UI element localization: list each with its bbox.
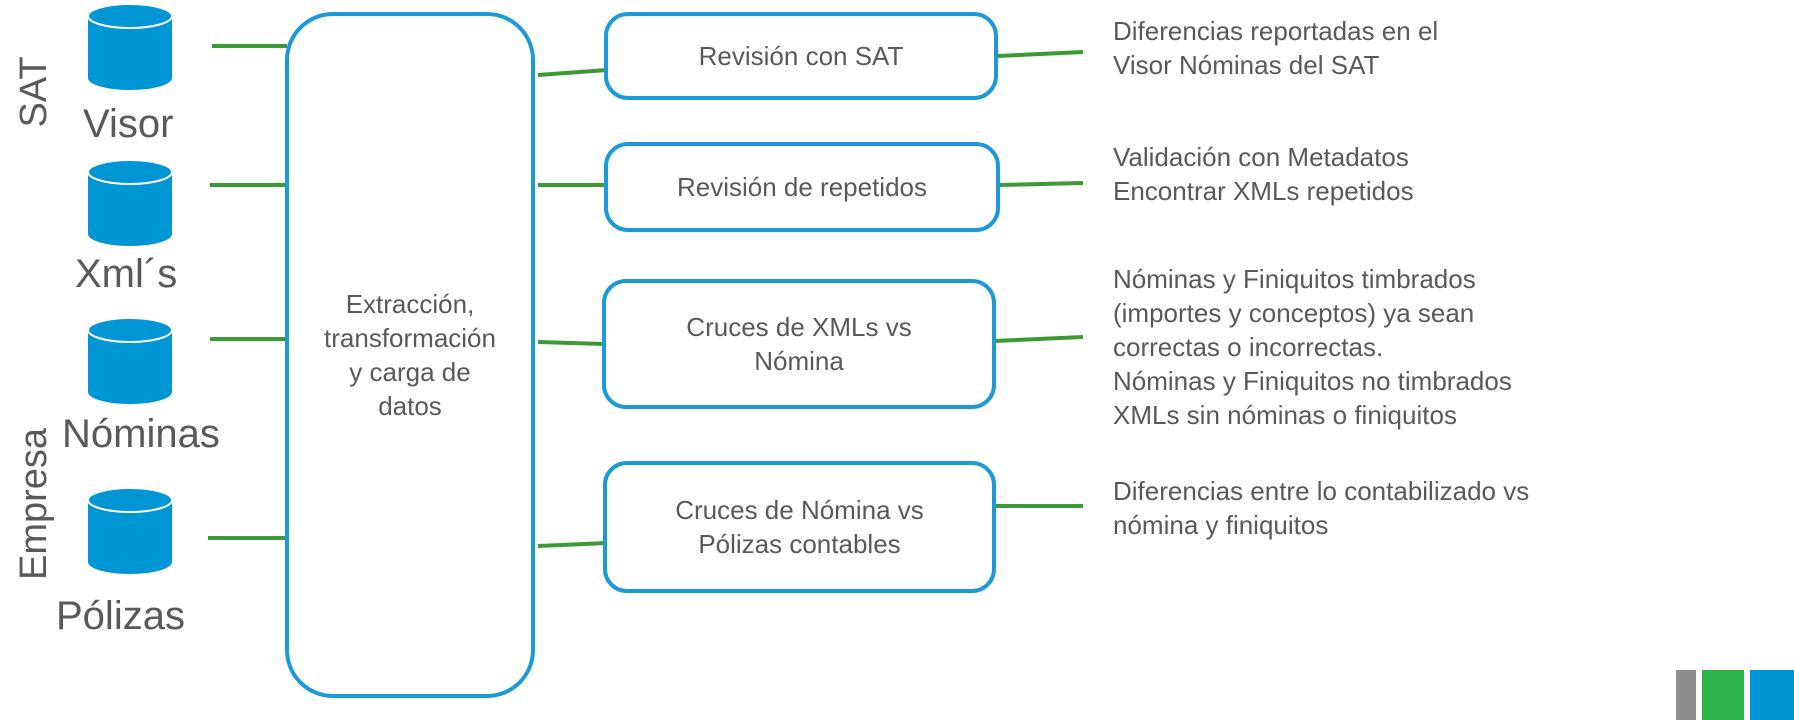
- database-cylinder-icon: [87, 3, 173, 90]
- process-box-cruces-nomina-polizas: Cruces de Nómina vs Pólizas contables: [603, 461, 996, 593]
- brand-bar-blue: [1750, 670, 1794, 720]
- database-cylinder-icon: [87, 487, 173, 574]
- process-box-revision-repetidos: Revisión de repetidos: [604, 142, 1000, 232]
- source-label-visor: Visor: [83, 102, 174, 146]
- group-label-empresa: Empresa: [13, 427, 55, 581]
- connector-proc1-result1: [996, 50, 1084, 58]
- database-cylinder-icon: [87, 159, 173, 246]
- process-box-revision-sat: Revisión con SAT: [604, 12, 998, 100]
- source-label-polizas: Pólizas: [56, 594, 185, 638]
- result-text-3: Nóminas y Finiquitos timbrados (importes…: [1113, 264, 1512, 430]
- group-label-sat: SAT: [13, 56, 55, 128]
- process-box-cruces-xmls-nomina: Cruces de XMLs vs Nómina: [602, 279, 996, 409]
- etl-label: Extracción, transformación y carga de da…: [324, 289, 496, 421]
- etl-box: Extracción, transformación y carga de da…: [285, 12, 535, 698]
- database-cylinder-icon: [87, 317, 173, 404]
- corner-brand-mark: [1676, 670, 1794, 720]
- result-text-1: Diferencias reportadas en el Visor Nómin…: [1113, 16, 1439, 80]
- brand-bar-green: [1702, 670, 1744, 720]
- connector-etl-proc4: [537, 541, 608, 548]
- connector-proc2-result2: [998, 181, 1084, 187]
- result-text-4: Diferencias entre lo contabilizado vs nó…: [1113, 476, 1530, 540]
- brand-bar-gray: [1676, 670, 1696, 720]
- source-label-nominas: Nóminas: [62, 412, 220, 456]
- source-label-xmls: Xml´s: [75, 252, 178, 296]
- result-text-2: Validación con Metadatos Encontrar XMLs …: [1113, 142, 1414, 206]
- connector-proc3-result3: [993, 335, 1084, 343]
- connector-etl-proc3: [537, 340, 605, 346]
- connector-etl-proc1: [537, 68, 608, 77]
